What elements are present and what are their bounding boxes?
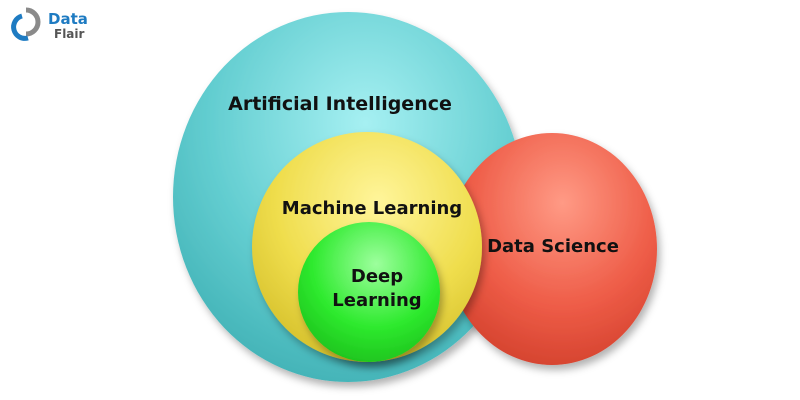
ds-circle xyxy=(447,133,657,365)
dl-circle xyxy=(298,222,440,362)
dl-label-line1: Deep xyxy=(351,266,403,287)
logo: Data Flair xyxy=(11,7,88,41)
logo-text-data: Data xyxy=(48,10,88,28)
logo-icon xyxy=(25,7,41,37)
ds-label: Data Science xyxy=(487,236,619,257)
dl-label-line2: Learning xyxy=(332,290,421,311)
ai-label: Artificial Intelligence xyxy=(228,93,452,115)
ml-label: Machine Learning xyxy=(282,198,462,219)
logo-text-flair: Flair xyxy=(54,27,85,41)
